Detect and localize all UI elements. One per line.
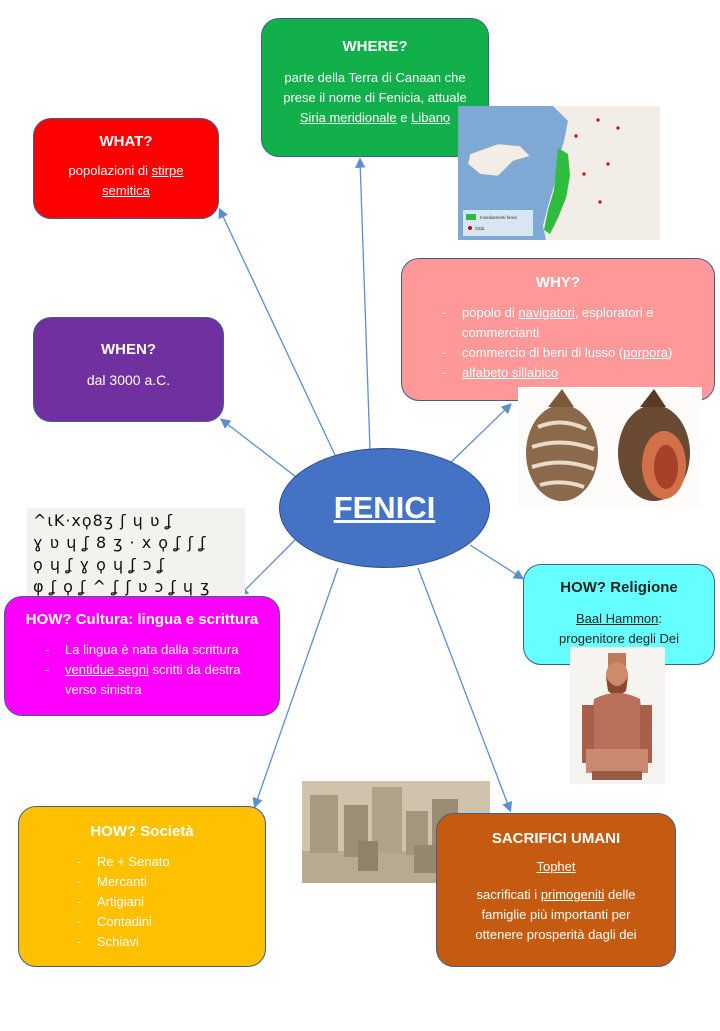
cultura-box: HOW? Cultura: lingua e scrittura La ling… — [4, 596, 280, 716]
center-label: FENICI — [333, 490, 436, 525]
sacrifici-box: SACRIFICI UMANI Tophet sacrificati i pri… — [436, 813, 676, 967]
why-item-3: alfabeto sillabico — [440, 363, 694, 383]
why-item-1: popolo di navigatori, esploratori e comm… — [440, 303, 694, 343]
religione-text: Baal Hammon: progenitore degli Dei — [559, 611, 679, 646]
arrow-what — [218, 207, 336, 456]
link-stirpe-semitica[interactable]: stirpe semitica — [102, 163, 184, 198]
arrow-where — [355, 157, 371, 451]
societa-list: Re + Senato Mercanti Artigiani Contadini… — [75, 852, 251, 952]
script-line-2: ɣ ʋ ɥ ʆ 8 ʒ · x ϙ ʆ ʃ ʆ — [33, 533, 207, 552]
center-node: FENICI — [279, 448, 490, 568]
map-legend-1: Insediamenti fenici — [480, 215, 517, 220]
phoenician-script-image: ^ιK·xϙ8ʒ ʃ ɥ ʋ ʆ ɣ ʋ ɥ ʆ 8 ʒ · x ϙ ʆ ʃ ʆ… — [27, 508, 245, 602]
link-porpora[interactable]: porpora — [623, 345, 668, 360]
arrow-sacrifici — [417, 567, 513, 813]
link-ventidue-segni[interactable]: ventidue segni — [65, 662, 149, 677]
what-box: WHAT? popolazioni di stirpe semitica — [33, 118, 219, 219]
arrow-cultura — [238, 539, 296, 597]
script-line-1: ^ιK·xϙ8ʒ ʃ ɥ ʋ ʆ — [33, 511, 173, 530]
map-legend-2: Città — [475, 226, 485, 231]
societa-item: Schiavi — [75, 932, 251, 952]
murex-shells-photo — [518, 387, 702, 508]
societa-item: Contadini — [75, 912, 251, 932]
sacrifici-title: SACRIFICI UMANI — [491, 830, 621, 847]
when-text: dal 3000 a.C. — [86, 372, 171, 388]
script-line-3: ϙ ɥ ʆ ɣ ϙ ɥ ʆ ɔ ʆ — [33, 555, 165, 574]
cultura-item-1: La lingua è nata dalla scrittura — [43, 640, 265, 660]
link-baal-hammon[interactable]: Baal Hammon — [576, 611, 659, 626]
arrow-societa — [252, 567, 339, 809]
cultura-title: HOW? Cultura: lingua e scrittura — [25, 611, 259, 628]
where-title: WHERE? — [342, 38, 408, 55]
link-primogeniti[interactable]: primogeniti — [540, 887, 605, 902]
cultura-list: La lingua è nata dalla scrittura ventidu… — [43, 640, 265, 700]
where-text: parte della Terra di Canaan che prese il… — [283, 70, 467, 125]
arrow-religione — [469, 544, 525, 580]
why-title: WHY? — [535, 274, 581, 291]
religione-title: HOW? Religione — [560, 579, 678, 596]
link-alfabeto-sillabico[interactable]: alfabeto sillabico — [462, 365, 559, 380]
sacrifici-text: Tophet sacrificati i primogeniti delle f… — [475, 859, 637, 942]
arrow-why — [447, 403, 512, 466]
arrow-when — [219, 418, 301, 481]
why-item-2: commercio di beni di lusso (porpora) — [440, 343, 694, 363]
script-line-4: φ ʆ ϙ ʆ ^ ʆ ʃ ʋ ɔ ʆ ɥ ʒ — [33, 577, 211, 596]
phoenicia-map: Insediamenti fenici Città — [458, 106, 660, 240]
what-text: popolazioni di stirpe semitica — [68, 163, 184, 198]
link-tophet[interactable]: Tophet — [536, 859, 576, 874]
when-box: WHEN? dal 3000 a.C. — [33, 317, 224, 422]
link-libano[interactable]: Libano — [411, 110, 451, 125]
when-title: WHEN? — [101, 341, 156, 358]
societa-item: Re + Senato — [75, 852, 251, 872]
link-siria-meridionale[interactable]: Siria meridionale — [299, 110, 397, 125]
why-list: popolo di navigatori, esploratori e comm… — [440, 303, 694, 383]
societa-item: Mercanti — [75, 872, 251, 892]
what-title: WHAT? — [99, 133, 153, 150]
where-box: WHERE? parte della Terra di Canaan che p… — [261, 18, 489, 157]
societa-box: HOW? Società Re + Senato Mercanti Artigi… — [18, 806, 266, 967]
baal-statue-photo — [570, 647, 665, 784]
cultura-item-2: ventidue segni scritti da destra verso s… — [43, 660, 265, 700]
societa-title: HOW? Società — [90, 823, 194, 840]
link-navigatori[interactable]: navigatori — [518, 305, 575, 320]
why-box: WHY? popolo di navigatori, esploratori e… — [401, 258, 715, 401]
societa-item: Artigiani — [75, 892, 251, 912]
